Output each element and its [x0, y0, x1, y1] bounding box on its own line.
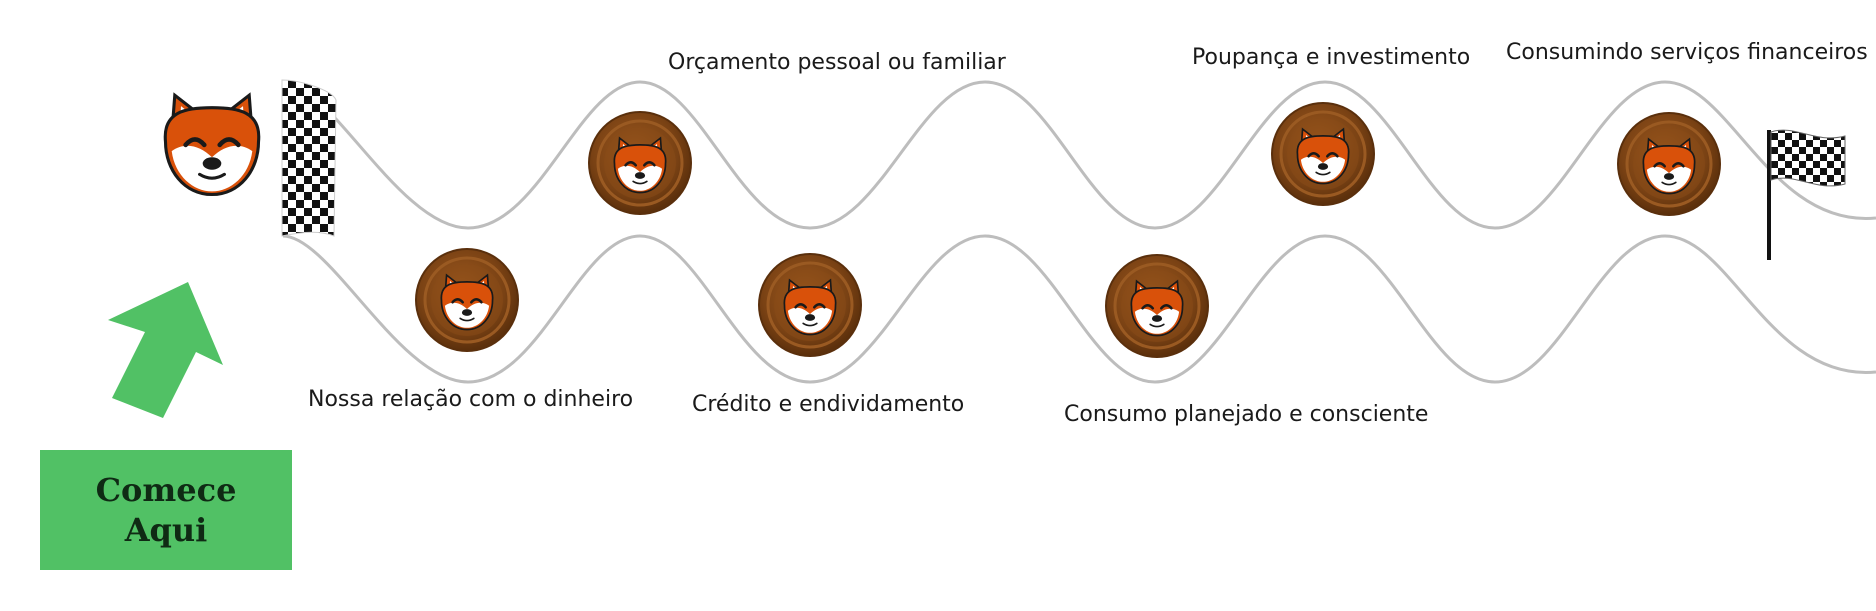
fox-coin-icon[interactable]	[758, 253, 862, 357]
fox-mascot-icon	[165, 95, 259, 194]
milestone-label-5[interactable]: Poupança e investimento	[1192, 45, 1471, 70]
road-upper-edge	[282, 80, 1876, 230]
milestone-label-4[interactable]: Consumo planejado e consciente	[1064, 402, 1429, 427]
checkered-flag-finish-icon	[1767, 129, 1846, 260]
road-lower-edge	[282, 234, 1876, 384]
start-button-line-1: Comece	[95, 471, 237, 509]
milestone-label-3[interactable]: Crédito e endividamento	[692, 392, 965, 417]
milestone-label-1[interactable]: Nossa relação com o dinheiro	[308, 387, 634, 412]
start-here-button[interactable]: Comece Aqui	[40, 450, 292, 570]
arrow-up-right-icon	[108, 282, 223, 418]
fox-coin-icon[interactable]	[1617, 112, 1721, 216]
fox-coin-icon[interactable]	[415, 248, 519, 352]
fox-coin-icon[interactable]	[1271, 102, 1375, 206]
checkered-flag-start-icon	[281, 79, 337, 237]
milestone-label-6[interactable]: Consumindo serviços financeiros	[1506, 40, 1868, 65]
fox-coin-icon[interactable]	[588, 111, 692, 215]
fox-coin-icon[interactable]	[1105, 254, 1209, 358]
milestone-label-2[interactable]: Orçamento pessoal ou familiar	[668, 50, 1006, 75]
start-button-line-2: Aqui	[124, 511, 208, 549]
